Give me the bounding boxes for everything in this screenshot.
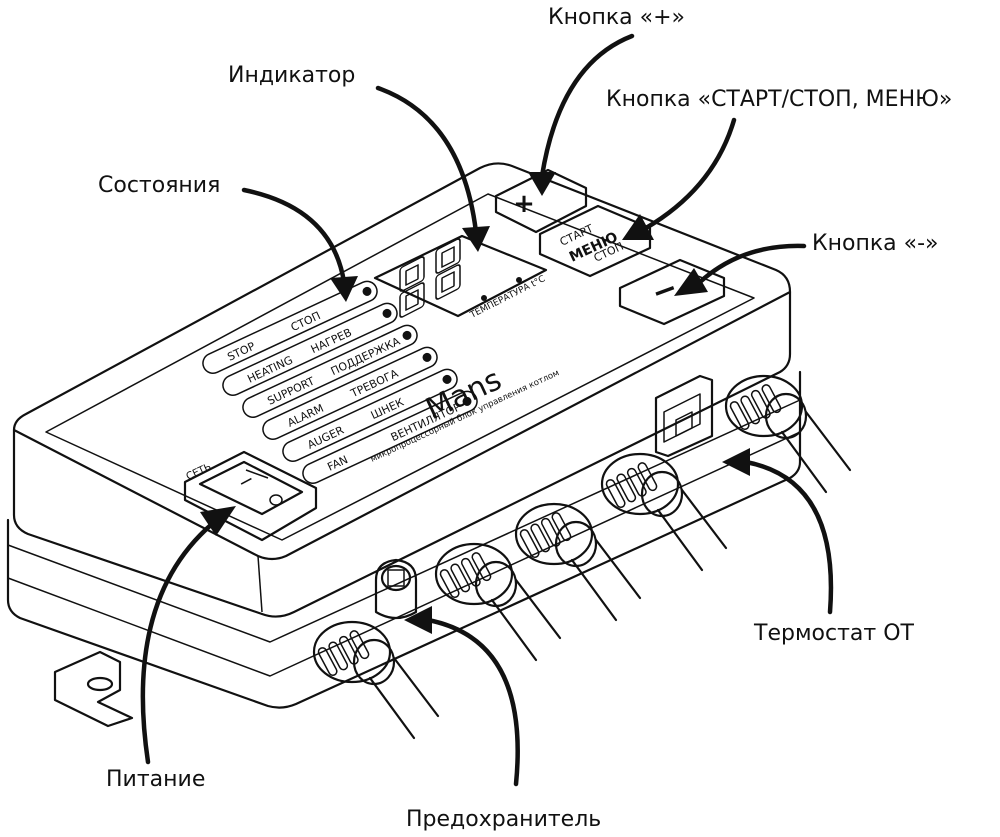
seven-segment-indicator: ТЕМПЕРАТУРА t°C [373, 234, 548, 321]
lower-housing [6, 370, 802, 709]
lid-top-face [12, 162, 792, 561]
plus-symbol: + [513, 189, 535, 219]
state-label-en: STOP [225, 340, 257, 364]
label-fuse: Предохранитель [406, 807, 601, 832]
state-pill [202, 280, 378, 374]
temperature-label: ТЕМПЕРАТУРА t°C [468, 274, 547, 321]
power-off-symbol [269, 494, 283, 506]
state-pill [242, 324, 418, 418]
plus-button[interactable]: + [494, 168, 588, 234]
cable-gland [312, 620, 440, 740]
indicator-window [373, 234, 548, 318]
label-start-stop-menu: Кнопка «СТАРТ/СТОП, МЕНЮ» [606, 87, 952, 112]
arrow-power [140, 506, 236, 765]
power-on-symbol: I [236, 475, 255, 488]
indicator-digits [399, 238, 461, 318]
label-power: Питание [106, 767, 205, 792]
state-led [362, 286, 372, 296]
label-minus-button: Кнопка «-» [812, 231, 938, 256]
callout-labels: Кнопка «+» Индикатор Кнопка «СТАРТ/СТОП,… [98, 5, 952, 832]
arrow-minus-button [674, 243, 807, 296]
indicator-dot [481, 295, 487, 301]
state-pill [282, 368, 458, 462]
state-pill [262, 346, 438, 440]
state-pill [302, 390, 478, 484]
housing-seam [7, 399, 801, 643]
upper-lid [12, 290, 792, 618]
cable-gland [724, 374, 852, 494]
arrow-indicator [375, 85, 490, 252]
state-label-en: FAN [325, 453, 350, 474]
cable-gland [600, 452, 728, 572]
minus-button[interactable]: − [618, 258, 726, 326]
arrow-plus-button [528, 33, 635, 196]
thermostat-connector[interactable] [654, 374, 714, 458]
housing-seam-lower [7, 431, 801, 677]
state-led [422, 352, 432, 362]
bracket-hole [86, 676, 114, 692]
label-thermostat: Термостат ОТ [753, 621, 915, 646]
start-stop-menu-button[interactable]: СТАРТ МЕНЮ СТОП [538, 204, 652, 278]
state-list: STOPСТОПHEATINGНАГРЕВSUPPORTПОДДЕРЖКАALA… [202, 280, 478, 484]
label-indicator: Индикатор [228, 63, 355, 88]
arrow-start-stop-menu [622, 117, 737, 240]
state-led [382, 308, 392, 318]
state-led [402, 330, 412, 340]
cable-gland [514, 502, 642, 622]
lid-corner-edge [257, 555, 263, 613]
label-plus-button: Кнопка «+» [548, 5, 685, 30]
fuse-holder[interactable] [374, 558, 418, 620]
callout-arrows [140, 33, 834, 787]
cable-gland [434, 542, 562, 662]
arrow-states [241, 187, 358, 302]
state-pill [222, 302, 398, 396]
minus-symbol: − [647, 270, 683, 311]
state-label-en: SUPPORT [265, 374, 317, 407]
mounting-bracket [53, 650, 134, 728]
state-led [442, 374, 452, 384]
indicator-digit [435, 238, 461, 300]
arrow-thermostat [722, 448, 834, 615]
arrow-fuse [404, 606, 520, 787]
cable-glands [312, 374, 852, 740]
indicator-dot [516, 277, 522, 283]
indicator-digit [399, 256, 425, 318]
label-states: Состояния [98, 173, 220, 198]
state-led [462, 396, 472, 406]
power-switch[interactable]: I СЕТЬ [183, 450, 318, 542]
